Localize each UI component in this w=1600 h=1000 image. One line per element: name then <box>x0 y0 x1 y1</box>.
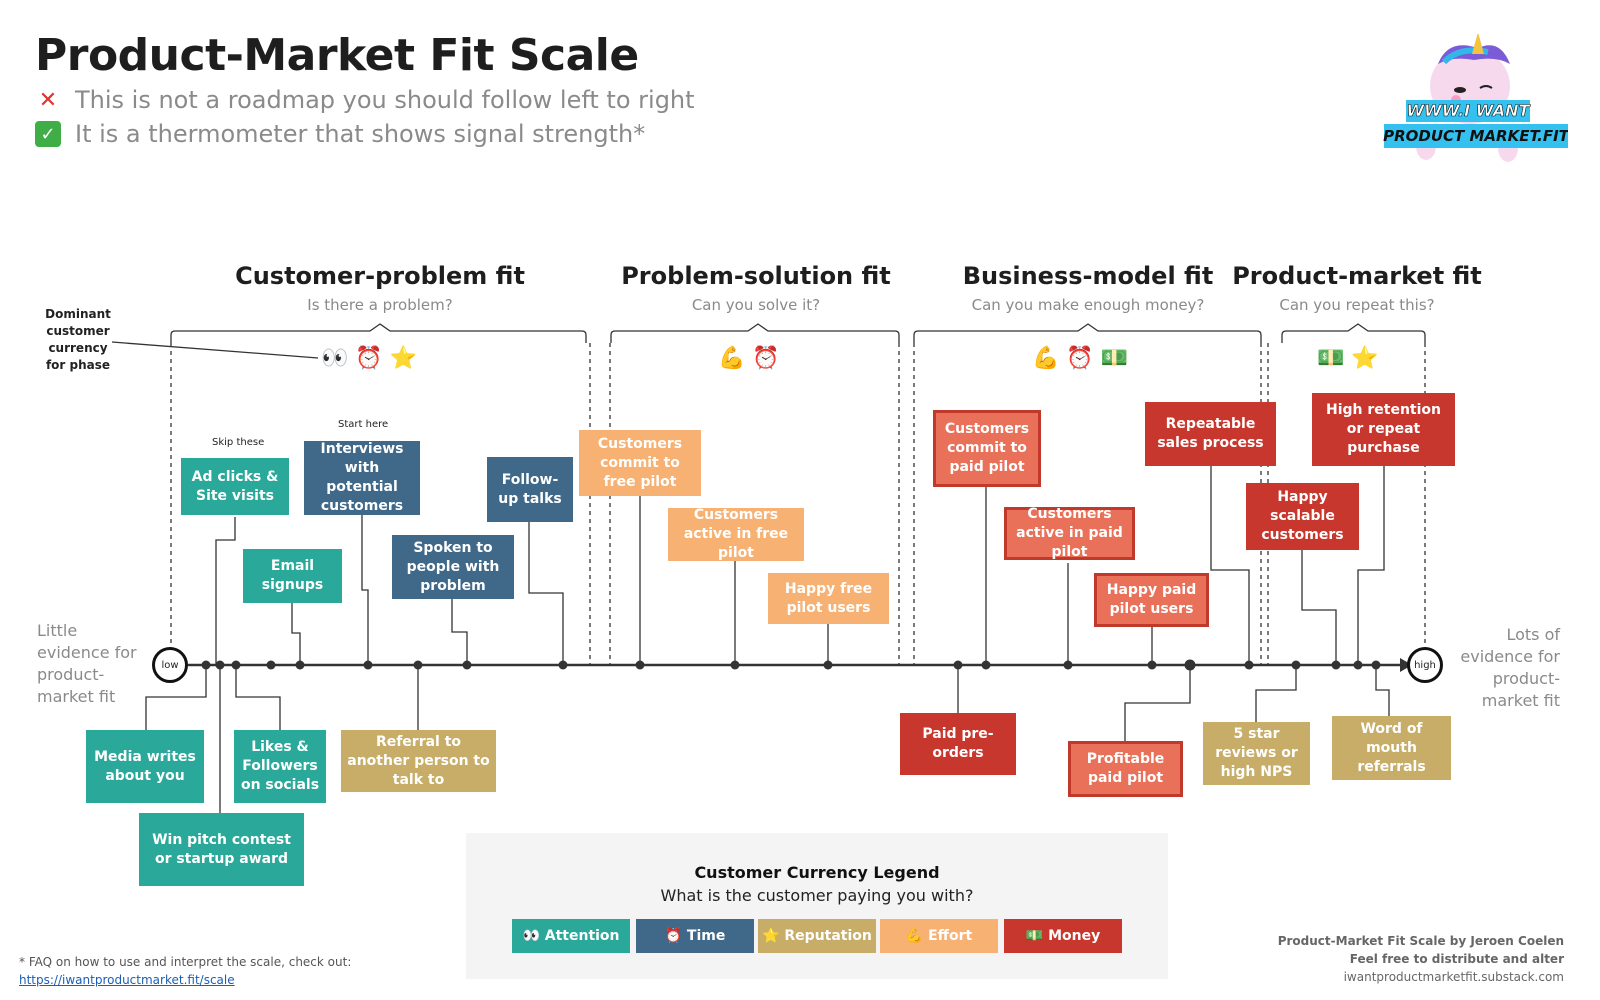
phase-question: Can you solve it? <box>691 296 821 314</box>
signal-high-retention: High retention or repeat purchase <box>1312 393 1455 466</box>
phase-title: Problem-solution fit <box>621 262 891 290</box>
legend-subtitle: What is the customer paying you with? <box>660 886 974 905</box>
logo-text-line1: WWW.I WANT <box>1407 101 1531 120</box>
phase1-currency-icons: 👀 ⏰ ⭐ <box>321 346 418 371</box>
skip-these-note: Skip these <box>212 437 265 448</box>
phase-question: Can you repeat this? <box>1279 296 1435 314</box>
phase-problem-solution: Problem-solution fit Can you solve it? <box>606 262 906 314</box>
disclaimer-line: ✕ This is not a roadmap you should follo… <box>35 86 695 114</box>
thermometer-text: It is a thermometer that shows signal st… <box>75 120 646 148</box>
credits: Product-Market Fit Scale by Jeroen Coele… <box>1278 932 1564 986</box>
signal-commit-paid-pilot: Customers commit to paid pilot <box>933 410 1041 487</box>
legend-time: ⏰ Time <box>636 919 754 953</box>
signal-repeatable-sales: Repeatable sales process <box>1145 402 1276 466</box>
faq-link[interactable]: https://iwantproductmarket.fit/scale <box>19 973 235 987</box>
dominant-currency-note: Dominant customer currency for phase <box>45 307 111 372</box>
phase2-bracket <box>610 323 900 343</box>
signal-happy-free-pilot: Happy free pilot users <box>768 573 889 624</box>
phase-customer-problem: Customer-problem fit Is there a problem? <box>220 262 540 314</box>
faq-footnote: * FAQ on how to use and interpret the sc… <box>19 953 351 989</box>
phase-question: Can you make enough money? <box>971 296 1205 314</box>
legend-money: 💵 Money <box>1004 919 1122 953</box>
legend-title: Customer Currency Legend <box>694 863 940 882</box>
logo-text-line2: PRODUCT MARKET.FIT <box>1383 127 1568 145</box>
low-node: low <box>152 647 188 683</box>
phase-business-model: Business-model fit Can you make enough m… <box>928 262 1248 314</box>
signal-media-writes: Media writes about you <box>86 730 204 803</box>
credit-author: Product-Market Fit Scale by Jeroen Coele… <box>1277 934 1564 948</box>
signal-profitable-paid-pilot: Profitable paid pilot <box>1068 741 1183 797</box>
phase2-currency-icons: 💪 ⏰ <box>718 346 780 371</box>
left-axis-label: Little evidence for product-market fit <box>37 621 137 706</box>
legend-attention: 👀 Attention <box>512 919 630 953</box>
unicorn-logo-icon: WWW.I WANT PRODUCT MARKET.FIT <box>1383 34 1568 162</box>
phase3-bracket <box>913 323 1262 343</box>
legend-effort: 💪 Effort <box>880 919 998 953</box>
signal-spoken-to-people: Spoken to people with problem <box>392 535 514 599</box>
signal-commit-free-pilot: Customers commit to free pilot <box>579 430 701 496</box>
phase1-bracket <box>170 323 587 343</box>
phase-question: Is there a problem? <box>307 296 453 314</box>
signal-ad-clicks: Ad clicks & Site visits <box>181 458 289 515</box>
disclaimer-text: This is not a roadmap you should follow … <box>75 86 695 114</box>
signal-likes-followers: Likes & Followers on socials <box>234 730 326 803</box>
credit-license: Feel free to distribute and alter <box>1349 952 1564 966</box>
signal-active-paid-pilot: Customers active in paid pilot <box>1004 506 1135 560</box>
phase4-bracket <box>1281 323 1426 343</box>
signal-happy-paid-pilot: Happy paid pilot users <box>1094 573 1209 627</box>
signal-win-pitch: Win pitch contest or startup award <box>139 813 304 886</box>
currency-legend: Customer Currency Legend What is the cus… <box>466 833 1168 979</box>
signal-happy-scalable: Happy scalable customers <box>1246 483 1359 550</box>
phase4-currency-icons: 💵 ⭐ <box>1317 346 1379 371</box>
phase3-currency-icons: 💪 ⏰ 💵 <box>1032 346 1129 371</box>
phase-title: Customer-problem fit <box>235 262 525 290</box>
phase-product-market: Product-market fit Can you repeat this? <box>1232 262 1482 314</box>
check-mark-icon: ✓ <box>35 121 61 147</box>
faq-text: * FAQ on how to use and interpret the sc… <box>19 955 352 969</box>
credit-site: iwantproductmarketfit.substack.com <box>1343 970 1564 984</box>
signal-interviews: Interviews with potential customers <box>304 441 420 515</box>
right-axis-label: Lots of evidence for product-market fit <box>1460 625 1560 710</box>
cross-mark-icon: ✕ <box>38 87 58 113</box>
signal-referral: Referral to another person to talk to <box>341 730 496 792</box>
legend-reputation: ⭐ Reputation <box>758 919 876 953</box>
signal-word-of-mouth: Word of mouth referrals <box>1332 716 1451 780</box>
page-title: Product-Market Fit Scale <box>35 30 639 81</box>
start-here-note: Start here <box>338 419 389 430</box>
signal-five-star-reviews: 5 star reviews or high NPS <box>1203 722 1310 785</box>
thermometer-line: ✓ It is a thermometer that shows signal … <box>35 120 645 148</box>
phase-title: Business-model fit <box>962 262 1214 290</box>
signal-follow-up-talks: Follow-up talks <box>487 457 573 522</box>
high-node: high <box>1407 647 1443 683</box>
signal-paid-preorders: Paid pre-orders <box>900 713 1016 775</box>
axis-dots <box>201 659 1381 671</box>
signal-active-free-pilot: Customers active in free pilot <box>668 507 804 561</box>
signal-email-signups: Email signups <box>243 549 342 603</box>
phase-title: Product-market fit <box>1232 262 1482 290</box>
